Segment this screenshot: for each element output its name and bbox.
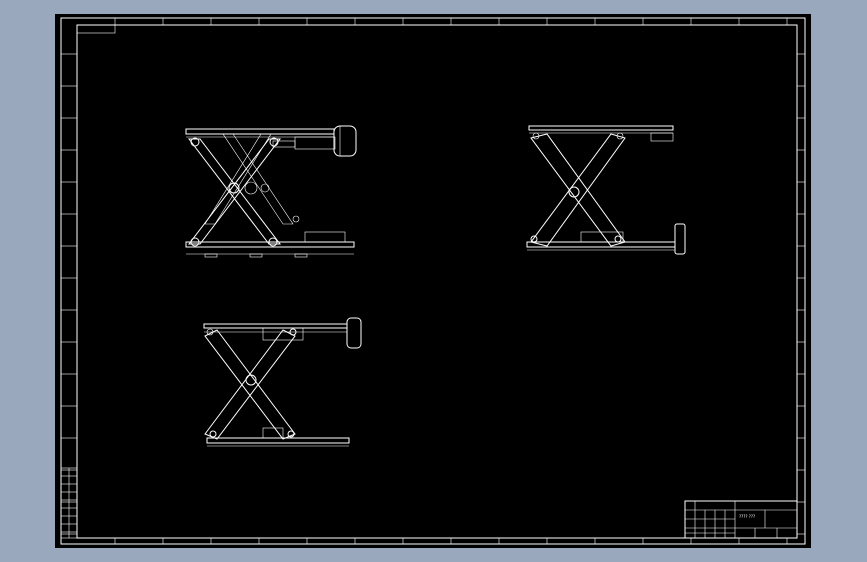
front-view: [185, 125, 357, 258]
side-view: [526, 125, 686, 255]
side-revision-table: [60, 467, 78, 539]
zone-ticks: [61, 18, 805, 544]
inner-frame: [76, 24, 798, 539]
cad-drawing-viewport[interactable]: ???? ???: [55, 14, 811, 548]
corner-label-box: [76, 24, 116, 34]
drawing-sheet: ???? ???: [60, 17, 806, 545]
lower-view: [203, 317, 362, 447]
outer-border: [60, 17, 806, 545]
title-block-label: ???? ???: [739, 514, 755, 519]
title-block: ???? ???: [684, 500, 798, 539]
